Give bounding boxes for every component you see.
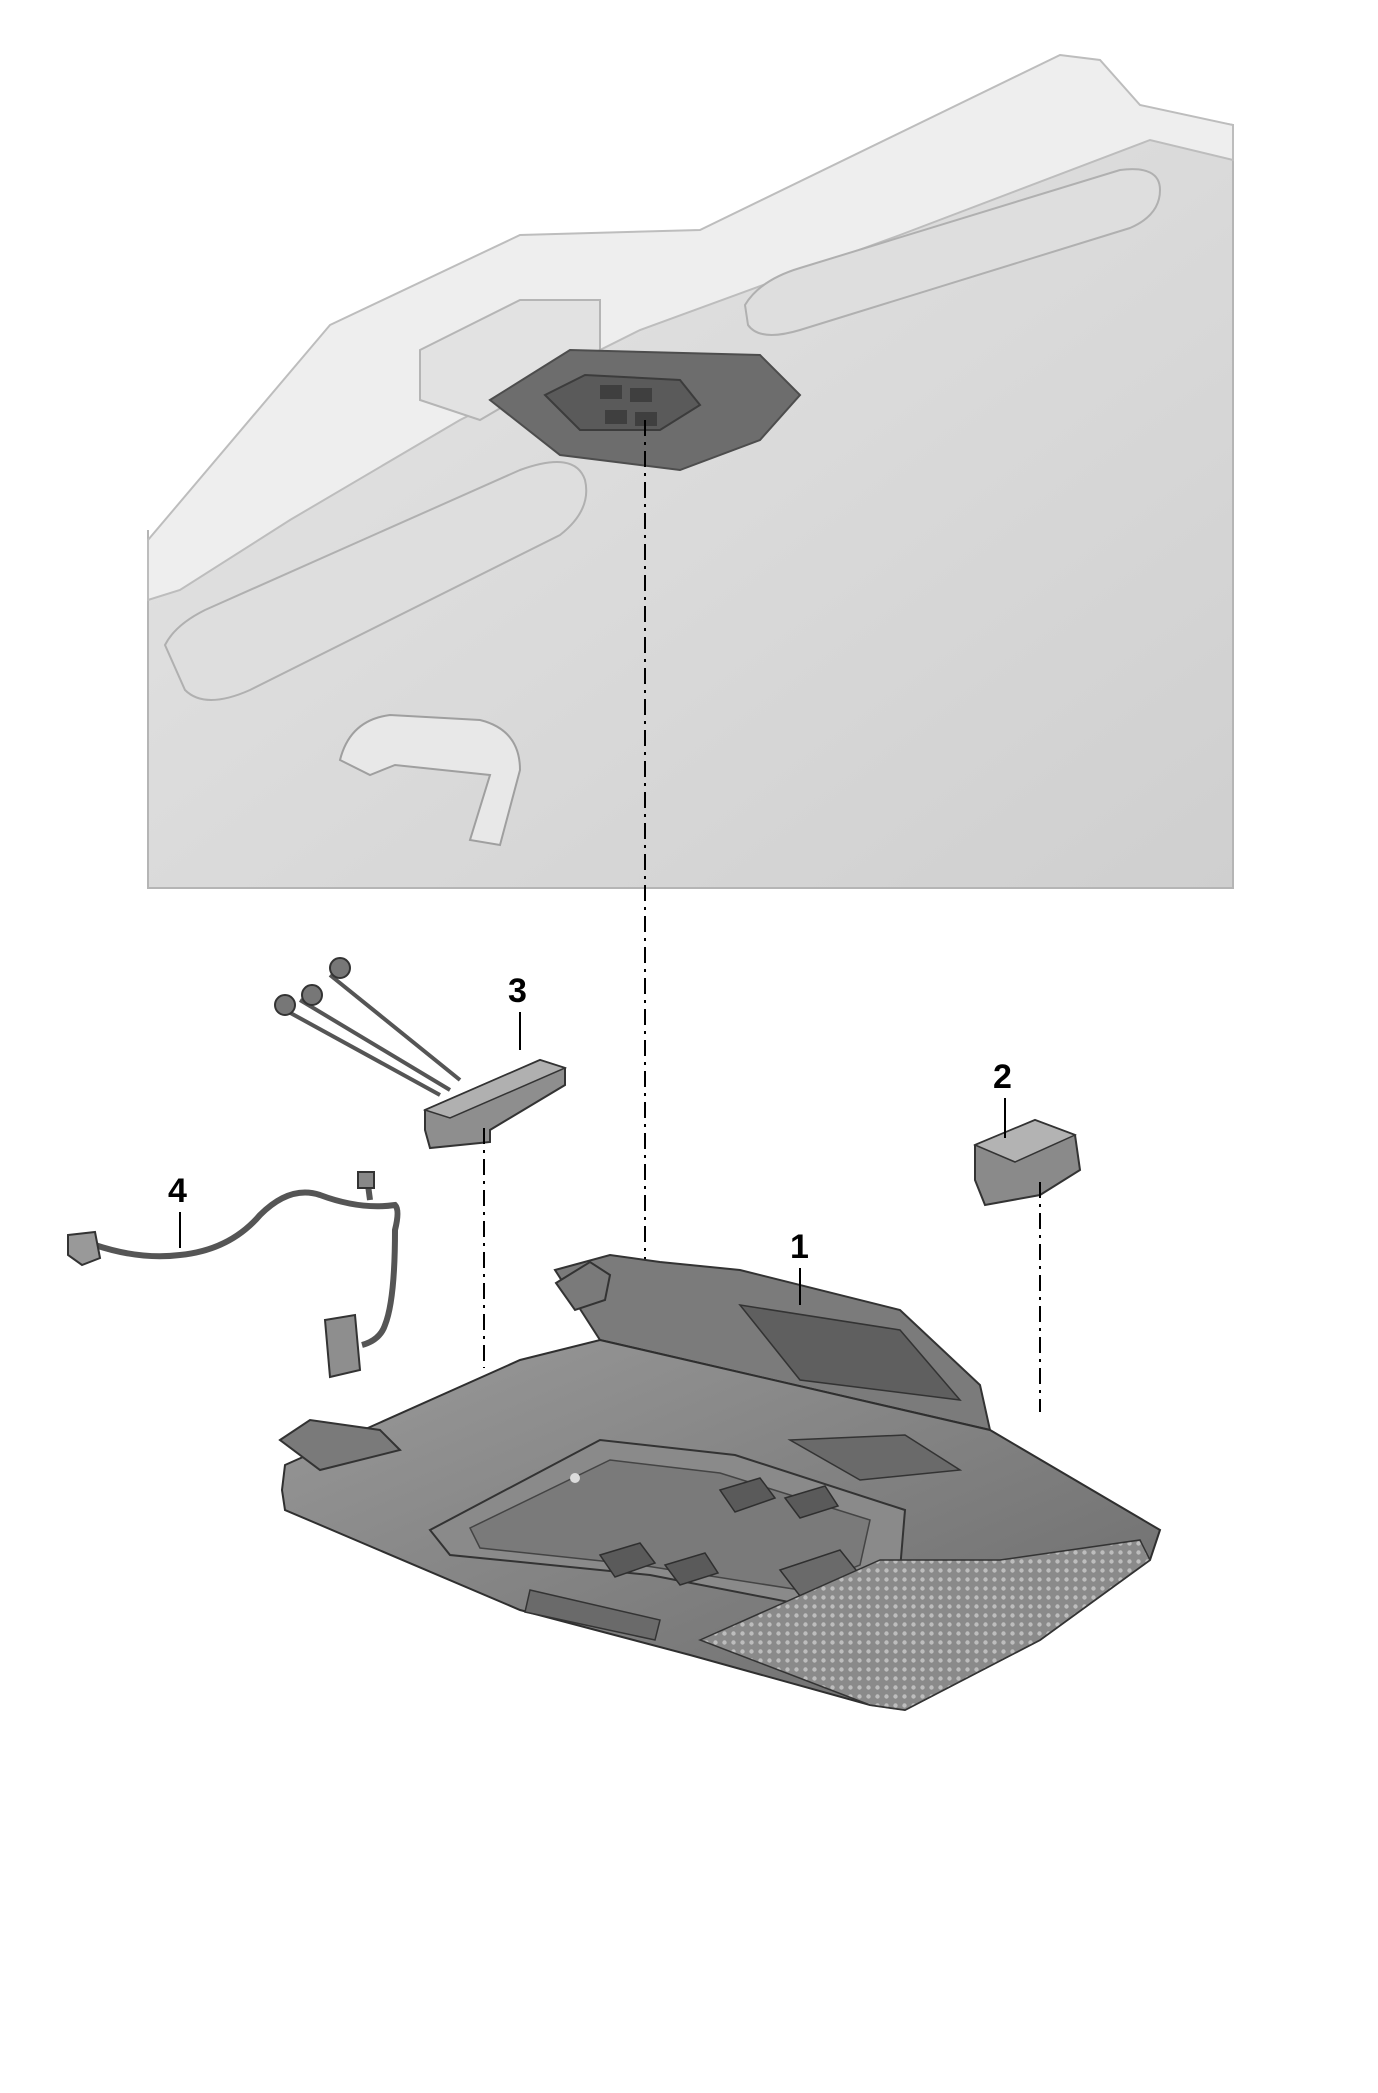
part-3-sensor-module xyxy=(274,957,568,1150)
callout-1: 1 xyxy=(790,1228,809,1266)
part-4-wiring-harness xyxy=(67,1171,401,1379)
callout-3: 3 xyxy=(508,972,527,1010)
callout-2: 2 xyxy=(993,1058,1012,1096)
part-2-light-unit xyxy=(973,1118,1082,1207)
headliner-illustration xyxy=(147,53,1234,889)
part-1-roof-console xyxy=(278,1253,1162,1712)
callout-4: 4 xyxy=(168,1172,187,1210)
